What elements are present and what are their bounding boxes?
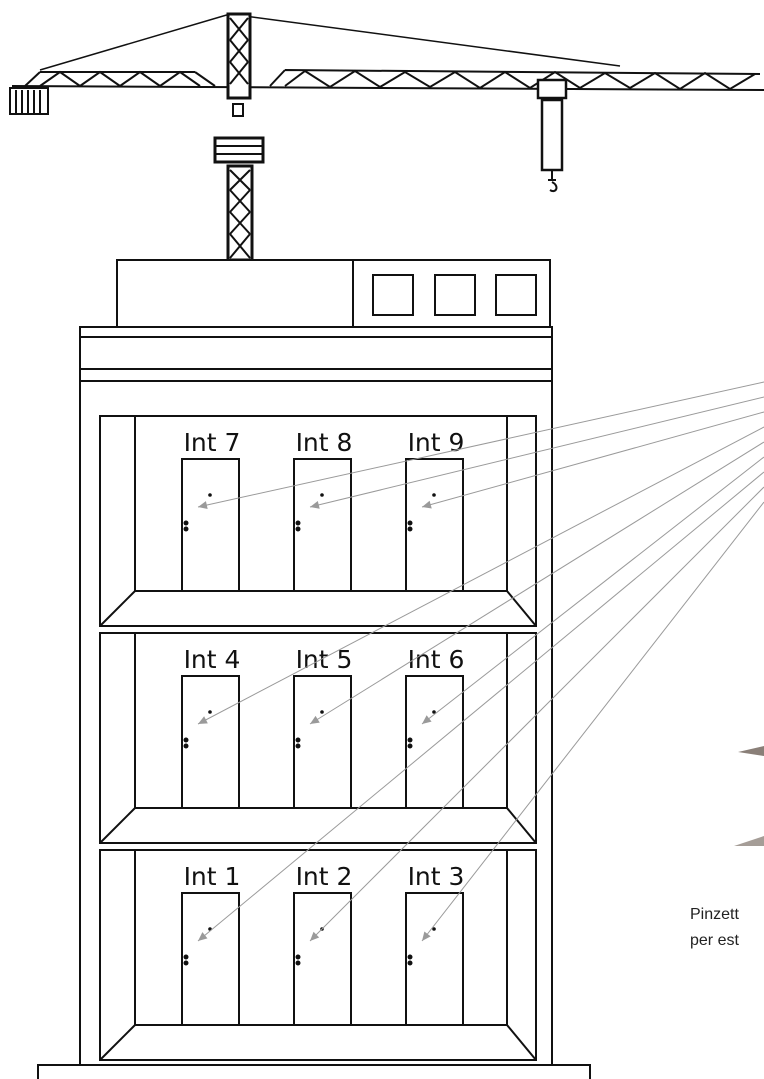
peephole (320, 493, 324, 497)
tower-crane (10, 14, 764, 260)
caption-line-2: per est (690, 932, 739, 950)
pointer-line (198, 427, 764, 724)
unit-int-4: Int 4 (182, 645, 240, 808)
unit-label: Int 6 (408, 645, 465, 674)
unit-int-1: Int 1 (182, 862, 240, 1025)
roof-window (435, 275, 475, 315)
door (182, 676, 239, 808)
pointer-lines (198, 382, 764, 941)
caption-line-1: Pinzett (690, 906, 739, 924)
door (406, 893, 463, 1025)
door-handle (184, 744, 189, 749)
door-handle (408, 744, 413, 749)
peephole (432, 493, 436, 497)
peephole (208, 710, 212, 714)
pointer-line (422, 502, 764, 941)
door (294, 893, 351, 1025)
door-handle (296, 961, 301, 966)
door-handle (184, 527, 189, 532)
door (182, 893, 239, 1025)
door-handle (296, 521, 301, 526)
tweezers-image (734, 746, 764, 846)
door (406, 459, 463, 591)
unit-label: Int 3 (408, 862, 465, 891)
unit-label: Int 4 (184, 645, 241, 674)
door-handle (296, 744, 301, 749)
door (294, 459, 351, 591)
door-handle (184, 738, 189, 743)
door (182, 459, 239, 591)
unit-int-9: Int 9 (406, 428, 464, 591)
door-handle (408, 527, 413, 532)
peephole (208, 493, 212, 497)
door-handle (408, 738, 413, 743)
unit-int-8: Int 8 (294, 428, 352, 591)
door-handle (184, 955, 189, 960)
door (406, 676, 463, 808)
unit-int-3: Int 3 (406, 862, 464, 1025)
unit-int-2: Int 2 (294, 862, 352, 1025)
unit-label: Int 2 (296, 862, 353, 891)
unit-label: Int 5 (296, 645, 353, 674)
roof-window (496, 275, 536, 315)
peephole (320, 710, 324, 714)
door (294, 676, 351, 808)
door-handle (296, 527, 301, 532)
unit-label: Int 8 (296, 428, 353, 457)
pointer-line (422, 412, 764, 507)
door-handle (408, 961, 413, 966)
pointer-line (198, 382, 764, 507)
door-handle (408, 955, 413, 960)
floors-layer: Int 7 Int 8 Int 9 Int 4 Int 5 Int 6 Int 1 Int 2… (100, 416, 536, 1060)
door-handle (296, 738, 301, 743)
door-handle (408, 521, 413, 526)
unit-label: Int 7 (184, 428, 241, 457)
roof-window (373, 275, 413, 315)
door-handle (184, 521, 189, 526)
door-handle (296, 955, 301, 960)
unit-int-6: Int 6 (406, 645, 464, 808)
door-handle (184, 961, 189, 966)
unit-int-7: Int 7 (182, 428, 240, 591)
unit-label: Int 9 (408, 428, 465, 457)
pointer-line (198, 472, 764, 941)
unit-label: Int 1 (184, 862, 241, 891)
